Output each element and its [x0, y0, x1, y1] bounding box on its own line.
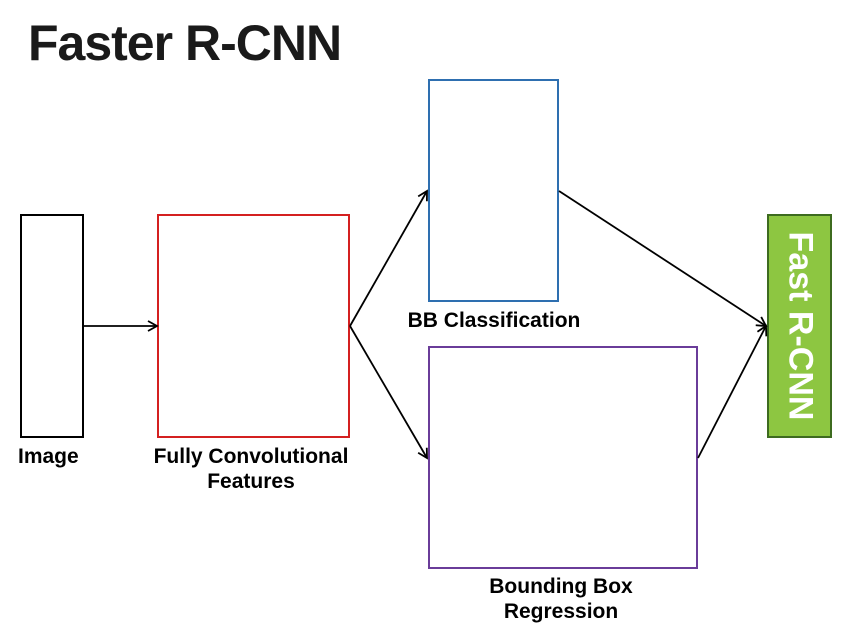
arrow-regression-to-fast-rcnn	[697, 324, 768, 459]
bounding-box-regression-label: Bounding Box Regression	[446, 574, 676, 624]
regression-label-line-2: Regression	[503, 600, 619, 623]
page-title: Faster R-CNN	[28, 15, 342, 71]
fcn-label-line-1: Fully Convolutional	[153, 445, 349, 468]
arrow-classification-to-fast-rcnn	[558, 190, 768, 328]
bb-classification-box	[428, 79, 559, 302]
fully-convolutional-features-box	[157, 214, 350, 438]
fast-rcnn-box: Fast R-CNN	[767, 214, 832, 438]
image-box	[20, 214, 84, 438]
arrow-fcn-to-regression	[349, 325, 428, 460]
fcn-label-line-2: Features	[207, 470, 295, 493]
regression-label-line-1: Bounding Box	[489, 575, 633, 598]
fully-convolutional-features-label: Fully Convolutional Features	[140, 444, 362, 494]
bounding-box-regression-box	[428, 346, 698, 569]
image-label: Image	[18, 445, 79, 468]
bb-classification-label: BB Classification	[407, 309, 581, 332]
arrow-fcn-to-classification	[349, 189, 428, 327]
